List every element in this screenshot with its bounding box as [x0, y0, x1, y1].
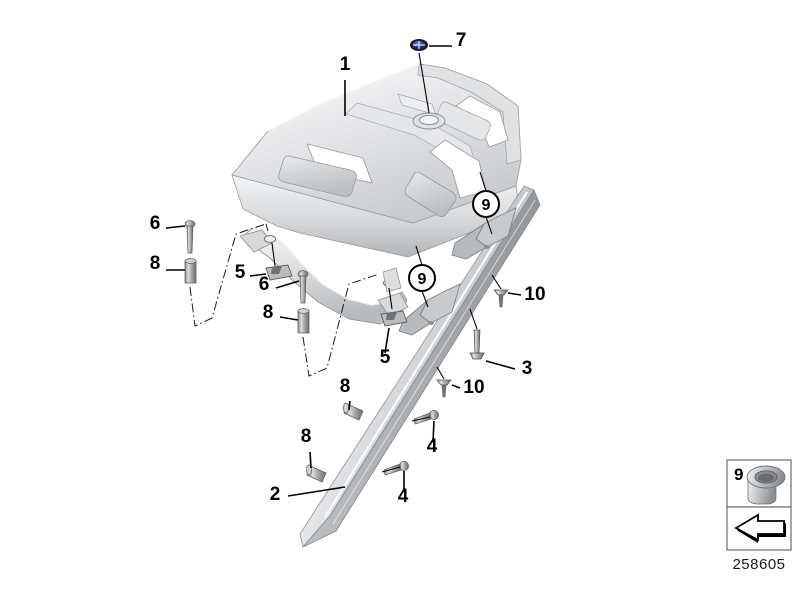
legend-part-number: 9	[734, 465, 743, 484]
callout-screw-self-tapping: 10	[524, 284, 545, 305]
callout-screw-short: 6	[150, 213, 161, 234]
callout-screw-short: 6	[259, 274, 270, 295]
callout-spacer-sleeve: 8	[301, 426, 312, 447]
callout-luggage-rack-top-plate: 1	[340, 54, 351, 75]
circle-outline	[472, 190, 500, 218]
part-luggage-rack-top-plate	[231, 63, 522, 258]
icon-screw-10b	[436, 379, 452, 398]
callout-ball-head-bolt: 4	[398, 486, 409, 507]
callout-spacer-sleeve: 8	[340, 376, 351, 397]
legend-grommet-icon	[746, 465, 786, 505]
circle-callout-grommet: 9	[472, 190, 500, 218]
callout-clip-nut-plate: 5	[380, 347, 391, 368]
circle-callout-label: 9	[482, 197, 491, 214]
icon-spacer-8d	[306, 464, 327, 483]
circle-callout-leaders	[415, 171, 493, 308]
icon-spacer-8a	[184, 258, 197, 284]
icon-spacer-8c	[343, 402, 364, 421]
icon-emblem-cap-7	[410, 39, 428, 51]
legend-direction-arrow-icon	[734, 513, 786, 543]
callout-emblem-cap: 7	[456, 30, 467, 51]
icon-clip-nut-5b	[380, 310, 408, 327]
icon-ball-bolt-4a	[413, 410, 439, 425]
drawing-number: 258605	[732, 556, 785, 573]
icon-screw-6b	[297, 270, 309, 304]
callout-side-trim-rail: 2	[270, 484, 281, 505]
callout-ball-head-bolt: 4	[427, 436, 438, 457]
callout-screw-self-tapping: 10	[463, 377, 484, 398]
callout-spacer-sleeve: 8	[263, 302, 274, 323]
part-side-trim-rail	[299, 185, 541, 548]
circle-outline	[408, 264, 436, 292]
icon-screw-10a	[493, 289, 509, 308]
callout-spacer-sleeve: 8	[150, 253, 161, 274]
callout-clip-nut-plate: 5	[235, 262, 246, 283]
legend: 9 258605	[726, 459, 792, 573]
icon-screw-6a	[184, 220, 196, 254]
part-rack-support-bracket	[239, 227, 409, 325]
icon-spacer-8b	[297, 308, 310, 334]
circle-callout-grommet: 9	[408, 264, 436, 292]
leader-lines	[165, 45, 522, 497]
circle-callouts: 99	[408, 190, 500, 292]
icon-clip-nut-5a	[265, 264, 293, 281]
icon-long-bolt-3	[469, 329, 485, 360]
circle-callout-label: 9	[418, 271, 427, 288]
callout-long-bolt: 3	[522, 358, 533, 379]
assembly-dashdot-paths	[189, 223, 380, 377]
